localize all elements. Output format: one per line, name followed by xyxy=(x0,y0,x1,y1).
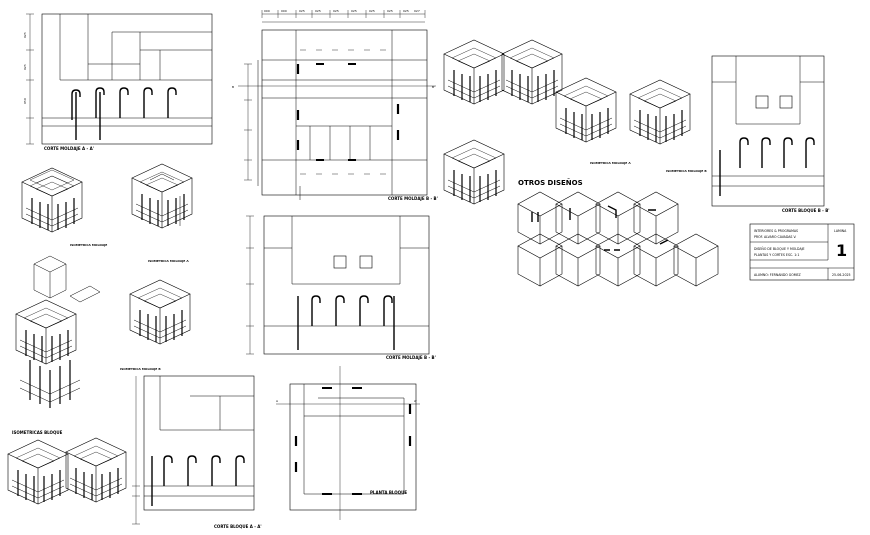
dim-top-3: 025 xyxy=(315,9,321,13)
dim-top-1: 000 xyxy=(281,9,287,13)
dim-top-0: 000 xyxy=(264,9,270,13)
caption-corte-bb-mid: CORTE MOLDAJE B - B' xyxy=(386,355,436,360)
caption-corte-bloque-b: CORTE BLOQUE B - B' xyxy=(782,208,830,213)
iso-cage-bottom-left xyxy=(7,437,127,505)
iso-cage-left-2 xyxy=(131,163,193,229)
caption-iso-small-1: ISOMETRICA MOLDAJE xyxy=(70,243,107,247)
section-aa-bottom-drawing xyxy=(132,375,255,525)
title-block-line2: PROF. ALVARO CAVADAS V. xyxy=(754,235,796,239)
caption-corte-aa-top: CORTE MOLDAJE A - A' xyxy=(44,146,94,151)
dim-top-8: 025 xyxy=(403,9,409,13)
title-block-lamina-label: LAMINA xyxy=(834,229,847,233)
title-block-line3: DISEÑO DE BLOQUE Y MOLDAJE xyxy=(754,246,805,251)
title-block-line5: ALUMNO: FERNANDO GOMEZ xyxy=(754,273,802,277)
dim-top-6: 025 xyxy=(369,9,375,13)
caption-iso-small-2: ISOMETRICA MOLDAJE A xyxy=(148,259,189,263)
caption-corte-bb-top: CORTE MOLDAJE B - B' xyxy=(388,196,438,201)
svg-text:050: 050 xyxy=(23,98,27,104)
title-block-date: 25-06-2025 xyxy=(832,273,851,277)
section-mark-b-prime: B' xyxy=(432,85,435,89)
title-block-line4: PLANTAS Y CORTES ESC. 1:1 xyxy=(754,253,799,257)
iso-cage-left-1 xyxy=(21,167,83,233)
section-mark-a: A xyxy=(276,399,279,403)
section-mark-a-prime: A' xyxy=(414,399,417,403)
section-mark-b: B xyxy=(232,85,234,89)
title-block-frame xyxy=(749,223,855,281)
svg-text:025: 025 xyxy=(23,64,27,70)
section-aa-top-drawing: 025 025 050 xyxy=(23,13,213,145)
caption-planta-bloque: PLANTA BLOQUE xyxy=(370,490,407,495)
section-bb-mid-drawing xyxy=(246,215,430,355)
caption-iso-small-5: ISOMETRICA MOLDAJE B xyxy=(666,169,707,173)
title-block-lamina-number: 1 xyxy=(836,241,847,260)
caption-iso-small-4: ISOMETRICA MOLDAJE A xyxy=(590,161,631,165)
iso-exploded-left xyxy=(15,255,101,408)
section-bloque-b-drawing xyxy=(711,55,825,207)
caption-corte-aa-bottom: CORTE BLOQUE A - A' xyxy=(214,524,262,529)
title-otros-disenos: OTROS DISEÑOS xyxy=(518,178,583,187)
caption-iso-small-3: ISOMETRICA MOLDAJE B xyxy=(120,367,161,371)
plan-block-drawing xyxy=(276,366,420,520)
dim-top-7: 025 xyxy=(387,9,393,13)
dim-top-2: 025 xyxy=(299,9,305,13)
caption-isometricas-bloque: ISOMETRICAS BLOQUE xyxy=(12,430,63,435)
svg-text:025: 025 xyxy=(23,32,27,38)
dim-top-5: 025 xyxy=(351,9,357,13)
other-designs-grid xyxy=(517,191,719,287)
dim-top-9: 027 xyxy=(414,9,420,13)
section-bb-top-drawing xyxy=(238,10,436,200)
title-block-line1: INTERIORES & PROGRAMAS xyxy=(754,229,798,233)
iso-cage-left-3 xyxy=(129,279,191,345)
dim-top-4: 025 xyxy=(333,9,339,13)
